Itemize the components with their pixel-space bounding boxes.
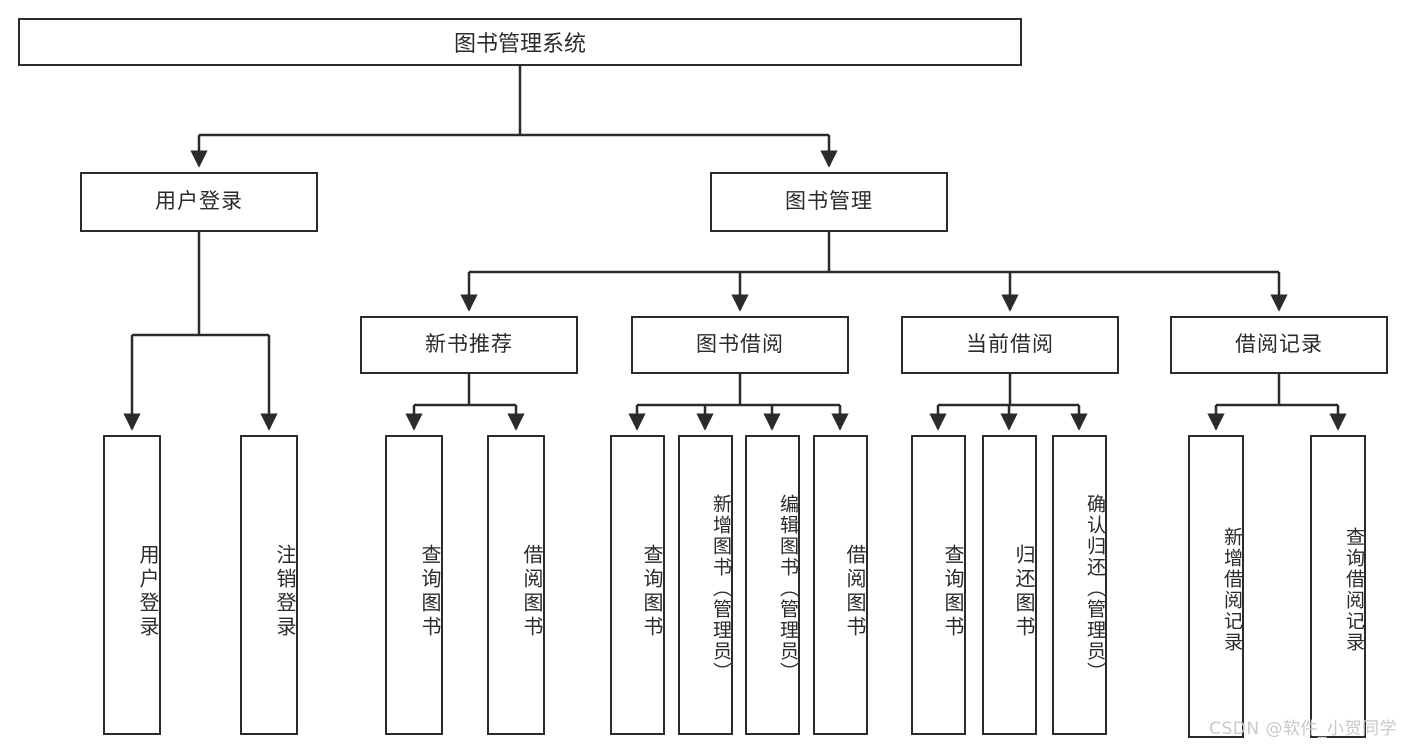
node-book-borrow[interactable]: 图书借阅 (631, 316, 849, 374)
leaf-label: 注销登录 (273, 544, 297, 640)
leaf-label: 新增图书（管理员） (710, 493, 732, 683)
node-current-borrow-label: 当前借阅 (966, 332, 1054, 357)
leaf-label: 新增借阅记录 (1221, 526, 1243, 653)
node-book-management[interactable]: 图书管理 (710, 172, 948, 232)
leaf-query-book-newbook[interactable]: 查询图书 (385, 435, 443, 735)
leaf-borrow-book-newbook[interactable]: 借阅图书 (487, 435, 545, 735)
node-book-management-label: 图书管理 (785, 189, 873, 214)
node-new-book-recommend[interactable]: 新书推荐 (360, 316, 578, 374)
leaf-label: 确认归还（管理员） (1084, 493, 1106, 683)
leaf-label: 归还图书 (1012, 544, 1036, 640)
leaf-label: 用户登录 (136, 544, 160, 640)
leaf-confirm-return-admin[interactable]: 确认归还（管理员） (1052, 435, 1107, 735)
node-current-borrow[interactable]: 当前借阅 (901, 316, 1119, 374)
node-new-book-recommend-label: 新书推荐 (425, 332, 513, 357)
leaf-edit-book-admin[interactable]: 编辑图书（管理员） (745, 435, 800, 735)
leaf-add-book-admin[interactable]: 新增图书（管理员） (678, 435, 733, 735)
leaf-query-book-current[interactable]: 查询图书 (911, 435, 966, 735)
leaf-return-book[interactable]: 归还图书 (982, 435, 1037, 735)
leaf-label: 查询图书 (941, 544, 965, 640)
leaf-borrow-book-borrow[interactable]: 借阅图书 (813, 435, 868, 735)
node-book-borrow-label: 图书借阅 (696, 332, 784, 357)
node-root-label: 图书管理系统 (453, 32, 586, 57)
node-root[interactable]: 图书管理系统 (18, 18, 1022, 66)
leaf-query-book-borrow[interactable]: 查询图书 (610, 435, 665, 735)
watermark: CSDN @软件_小贺同学 (1209, 719, 1397, 739)
leaf-label: 查询图书 (640, 544, 664, 640)
leaf-label: 编辑图书（管理员） (777, 493, 799, 683)
leaf-label: 借阅图书 (520, 544, 544, 640)
leaf-label: 借阅图书 (843, 544, 867, 640)
leaf-label: 查询借阅记录 (1343, 526, 1365, 653)
node-user-login-label: 用户登录 (155, 189, 243, 214)
leaf-label: 查询图书 (418, 544, 442, 640)
leaf-query-borrow-record[interactable]: 查询借阅记录 (1310, 435, 1366, 738)
node-user-login[interactable]: 用户登录 (80, 172, 318, 232)
node-borrow-record[interactable]: 借阅记录 (1170, 316, 1388, 374)
node-borrow-record-label: 借阅记录 (1235, 332, 1323, 357)
leaf-user-login[interactable]: 用户登录 (103, 435, 161, 735)
leaf-logout[interactable]: 注销登录 (240, 435, 298, 735)
leaf-add-borrow-record[interactable]: 新增借阅记录 (1188, 435, 1244, 738)
